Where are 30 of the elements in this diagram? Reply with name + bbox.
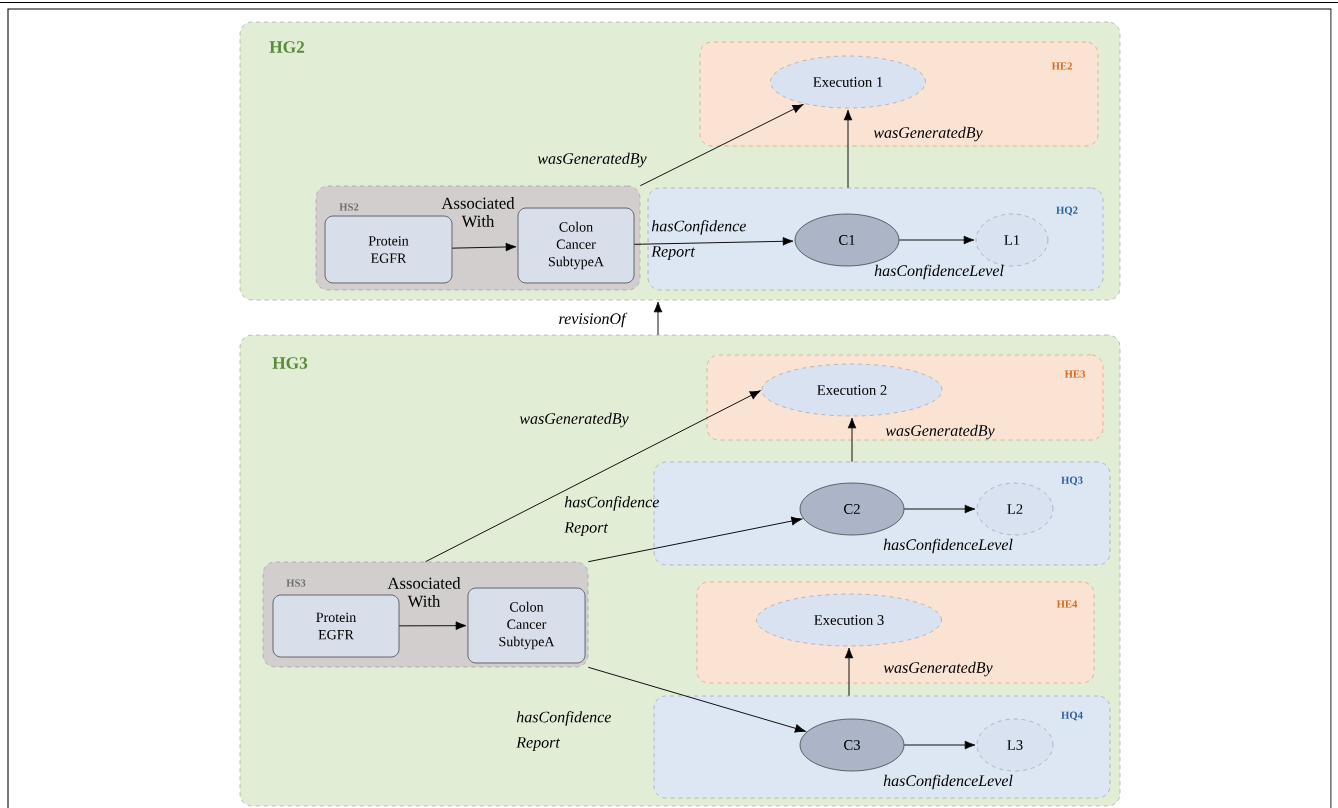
- arrow: [425, 390, 761, 563]
- arrow: [898, 235, 975, 245]
- edge-label: hasConfidenceLevel: [883, 774, 1013, 790]
- arrow: [587, 516, 803, 563]
- arrow: [398, 621, 467, 630]
- edge-label: hasConfidence Report: [564, 496, 659, 536]
- edge-label: wasGeneratedBy: [537, 152, 647, 168]
- arrow: [587, 666, 806, 733]
- edge-label: wasGeneratedBy: [873, 126, 983, 142]
- arrow: [633, 237, 794, 246]
- arrow: [843, 109, 853, 189]
- arrow: [639, 104, 804, 187]
- edge-label: hasConfidence Report: [516, 711, 611, 751]
- arrow: [903, 740, 976, 750]
- entity-box: Protein EGFR: [324, 215, 453, 284]
- edge-label: hasConfidenceLevel: [883, 538, 1013, 554]
- arrow: [451, 242, 517, 252]
- entity-box: Colon Cancer SubtypeA: [517, 207, 635, 284]
- edge-label: revisionOf: [559, 312, 628, 328]
- arrow: [844, 647, 854, 697]
- edge-label: hasConfidenceLevel: [874, 264, 1004, 280]
- edge-label: hasConfidence Report: [651, 220, 746, 260]
- arrow: [847, 417, 857, 463]
- edge-label: wasGeneratedBy: [883, 661, 993, 677]
- entity-box: Colon Cancer SubtypeA: [467, 587, 586, 664]
- edge-label: wasGeneratedBy: [885, 424, 995, 440]
- entity-box: Protein EGFR: [272, 594, 400, 658]
- edge-label: wasGeneratedBy: [519, 412, 629, 428]
- arrow: [653, 301, 663, 336]
- arrow: [903, 504, 976, 514]
